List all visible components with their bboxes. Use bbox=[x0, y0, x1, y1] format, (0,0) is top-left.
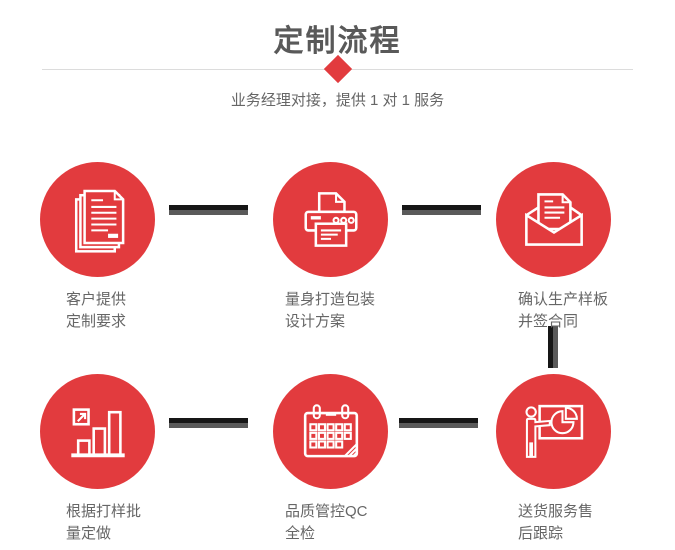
caption-line: 品质管控QC bbox=[285, 503, 368, 520]
connector-row2-left bbox=[169, 418, 248, 428]
step-circle bbox=[496, 374, 611, 489]
caption-line: 全检 bbox=[285, 525, 316, 542]
bar-chart-icon bbox=[70, 407, 125, 457]
step-circle bbox=[273, 162, 388, 277]
flow-step-1: 客户提供 定制要求 bbox=[40, 162, 155, 330]
printer-icon bbox=[303, 192, 358, 247]
step-circle bbox=[40, 162, 155, 277]
caption-line: 客户提供 bbox=[66, 291, 127, 308]
connector-row1-left bbox=[169, 205, 248, 215]
step-caption: 根据打样批 量定做 bbox=[66, 501, 141, 545]
step-caption: 客户提供 定制要求 bbox=[66, 289, 126, 333]
flow-step-6: 送货服务售 后跟踪 bbox=[496, 374, 611, 542]
caption-line: 后跟踪 bbox=[518, 525, 564, 542]
divider-line bbox=[42, 54, 633, 84]
connector-row2-right bbox=[399, 418, 478, 428]
page-title: 定制流程 bbox=[273, 25, 402, 58]
flow-step-5: 品质管控QC 全检 bbox=[273, 374, 388, 542]
caption-line: 根据打样批 bbox=[66, 503, 142, 520]
flow-step-2: 量身打造包装 设计方案 bbox=[273, 162, 388, 330]
connector-vertical bbox=[548, 326, 558, 368]
step-caption: 确认生产样板 并签合同 bbox=[518, 289, 608, 333]
step-circle bbox=[496, 162, 611, 277]
caption-line: 量身打造包装 bbox=[285, 291, 376, 308]
caption-line: 送货服务售 bbox=[518, 503, 594, 520]
envelope-icon bbox=[524, 193, 583, 246]
step-caption: 品质管控QC 全检 bbox=[285, 501, 368, 545]
step-caption: 送货服务售 后跟踪 bbox=[518, 501, 593, 545]
calendar-icon bbox=[303, 403, 358, 457]
caption-line: 量定做 bbox=[66, 525, 112, 542]
caption-line: 定制要求 bbox=[66, 313, 127, 330]
connector-row1-right bbox=[402, 205, 481, 215]
step-caption: 量身打造包装 设计方案 bbox=[285, 289, 375, 333]
step-circle bbox=[40, 374, 155, 489]
page-subtitle: 业务经理对接，提供 1 对 1 服务 bbox=[230, 92, 445, 109]
caption-line: 设计方案 bbox=[285, 313, 346, 330]
step-circle bbox=[273, 374, 388, 489]
documents-icon bbox=[74, 189, 124, 253]
flow-step-4: 根据打样批 量定做 bbox=[40, 374, 155, 542]
presentation-icon bbox=[524, 404, 583, 458]
flow-step-3: 确认生产样板 并签合同 bbox=[496, 162, 611, 330]
caption-line: 并签合同 bbox=[518, 313, 579, 330]
caption-line: 确认生产样板 bbox=[518, 291, 609, 308]
